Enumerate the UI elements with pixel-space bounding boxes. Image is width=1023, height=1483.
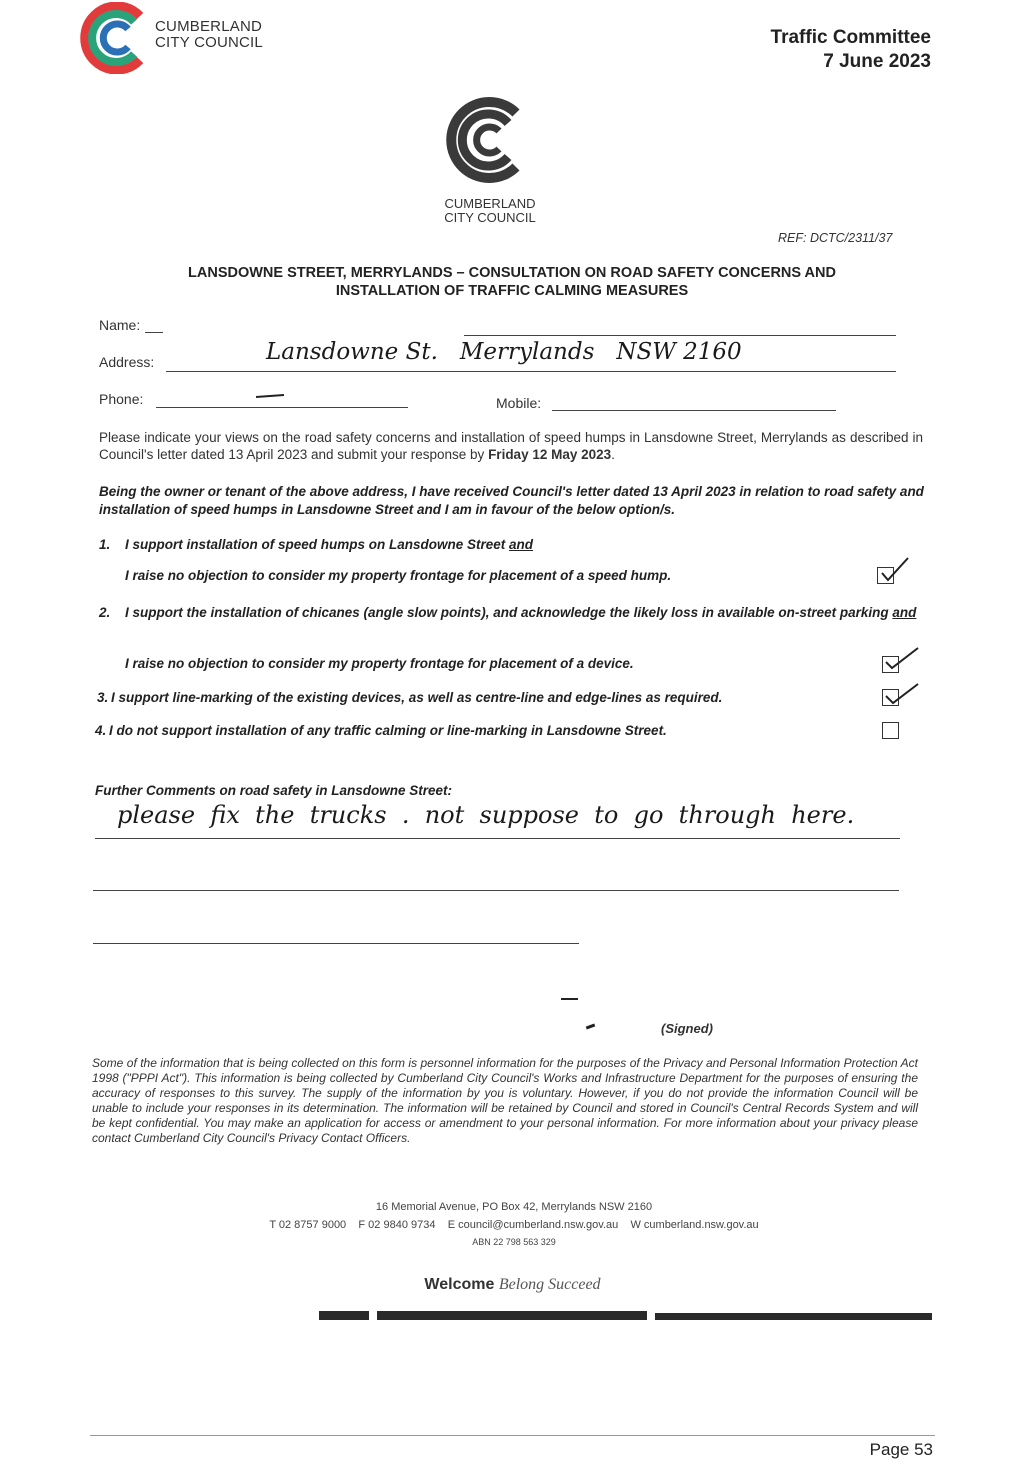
instructions: Please indicate your views on the road s… [99, 429, 923, 463]
form-logo-line1: CUMBERLAND [444, 196, 536, 211]
footer-abn: ABN 22 798 563 329 [472, 1237, 556, 1247]
option-2-tick-icon [885, 647, 919, 670]
address-label: Address: [99, 354, 155, 370]
declaration: Being the owner or tenant of the above a… [99, 484, 924, 517]
mobile-label: Mobile: [496, 395, 542, 411]
footer-address: 16 Memorial Avenue, PO Box 42, Merryland… [375, 1201, 653, 1213]
committee-name: Traffic Committee [770, 27, 931, 48]
signature-mark [561, 998, 578, 1000]
footer-bar-1 [319, 1311, 369, 1320]
option-2-checkbox[interactable] [882, 656, 899, 673]
reference-number: REF: DCTC/2311/37 [778, 231, 893, 245]
option-1-tick-icon [881, 557, 909, 582]
name-label: Name: [99, 317, 141, 333]
option-1: 1. I support installation of speed humps … [99, 536, 859, 554]
option-3-text: I support line-marking of the existing d… [111, 690, 723, 705]
option-1-number: 1. [99, 537, 111, 552]
option-1-sub: I raise no objection to consider my prop… [125, 568, 672, 583]
comments-line-1[interactable] [95, 838, 900, 839]
name-field-right[interactable] [464, 335, 896, 336]
option-1-and: and [509, 537, 534, 552]
form-logo-text: CUMBERLAND CITY COUNCIL [0, 197, 980, 225]
form-title-line2: INSTALLATION OF TRAFFIC CALMING MEASURES [335, 283, 689, 299]
footer-bar-3 [655, 1313, 932, 1320]
meeting-date: 7 June 2023 [823, 51, 931, 72]
option-3: 3.I support line-marking of the existing… [97, 689, 857, 707]
option-4: 4.I do not support installation of any t… [95, 722, 855, 740]
instructions-deadline: Friday 12 May 2023 [488, 447, 612, 462]
option-4-checkbox[interactable] [882, 722, 899, 739]
phone-field[interactable] [156, 407, 408, 408]
instructions-end: . [611, 447, 615, 462]
phone-pen-mark [255, 394, 285, 398]
page-footer-rule [90, 1435, 935, 1436]
slogan-welcome: Welcome [424, 1276, 495, 1293]
option-3-tick-icon [885, 683, 919, 705]
header-meta: Traffic Committee 7 June 2023 [771, 26, 931, 74]
form-title: LANSDOWNE STREET, MERRYLANDS – CONSULTAT… [100, 264, 924, 300]
option-1-checkbox[interactable] [877, 567, 894, 584]
privacy-notice: Some of the information that is being co… [92, 1056, 918, 1145]
council-name: CUMBERLAND CITY COUNCIL [155, 19, 263, 51]
mobile-field[interactable] [552, 410, 836, 411]
page-number: Page 53 [869, 1440, 933, 1459]
instructions-text: Please indicate your views on the road s… [99, 430, 923, 462]
option-2: 2. I support the installation of chicanes… [99, 604, 919, 622]
option-2-sub: I raise no objection to consider my prop… [125, 656, 634, 671]
option-2-number: 2. [99, 605, 111, 620]
slogan: Welcome Belong Succeed [0, 1276, 1023, 1294]
address-value: Lansdowne St. Merrylands NSW 2160 [266, 339, 742, 365]
phone-label: Phone: [99, 391, 144, 407]
form-logo-line2: CITY COUNCIL [444, 210, 536, 225]
option-4-text: I do not support installation of any tra… [109, 723, 667, 738]
council-logo [78, 1, 154, 75]
option-2-and: and [892, 605, 917, 620]
council-logo-icon [80, 1, 144, 75]
option-3-number: 3. [97, 690, 109, 705]
signature-mark-2 [585, 1023, 596, 1030]
council-name-line1: CUMBERLAND [155, 18, 263, 35]
option-4-number: 4. [95, 723, 107, 738]
form-logo-icon [446, 97, 520, 183]
address-field[interactable] [166, 371, 896, 372]
council-name-line2: CITY COUNCIL [155, 34, 263, 51]
comments-value: please fix the trucks . not suppose to g… [117, 801, 855, 829]
comments-line-3[interactable] [93, 943, 579, 944]
option-1-text: I support installation of speed humps on… [125, 537, 510, 552]
form-logo [444, 95, 530, 185]
comments-label: Further Comments on road safety in Lansd… [95, 783, 453, 798]
option-2-text: I support the installation of chicanes (… [125, 605, 893, 620]
form-title-line1: LANSDOWNE STREET, MERRYLANDS – CONSULTAT… [188, 265, 836, 281]
comments-line-2[interactable] [93, 890, 899, 891]
footer-bar-2 [377, 1311, 647, 1320]
slogan-rest: Belong Succeed [498, 1276, 601, 1293]
footer-contacts: T 02 8757 9000 F 02 9840 9734 E council@… [269, 1219, 759, 1231]
name-field[interactable] [145, 332, 163, 333]
signed-label: (Signed) [661, 1021, 713, 1036]
